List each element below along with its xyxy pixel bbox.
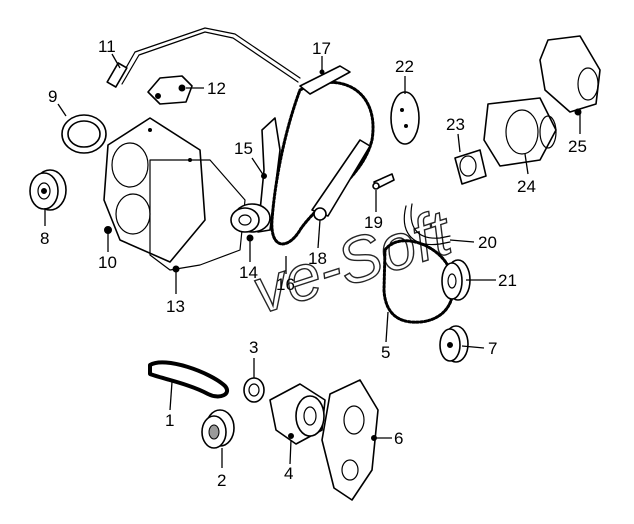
callout-22: 22 [395, 57, 414, 76]
callout-2: 2 [217, 471, 226, 490]
callout-7: 7 [488, 339, 497, 358]
callout-25: 25 [568, 137, 587, 156]
part-21-cam-pulley [441, 259, 471, 301]
callout-labels: 1 2 3 4 5 6 7 8 9 10 11 12 13 14 15 16 1… [40, 37, 587, 490]
part-8-pulley [29, 169, 67, 211]
part-23-mount [454, 149, 487, 185]
callout-13: 13 [166, 297, 185, 316]
part-6-rear-cover [321, 379, 379, 501]
callout-4: 4 [284, 464, 293, 483]
part-4-water-pump [269, 383, 326, 445]
part-7-crank-pulley [439, 325, 469, 363]
leader-lines [44, 53, 581, 468]
callout-12: 12 [207, 79, 226, 98]
watermark-logo: ve-Soft [243, 195, 462, 328]
callout-3: 3 [249, 338, 258, 357]
part-20-hose [403, 203, 451, 246]
part-17-upper-guide [299, 65, 351, 95]
part-1-drive-belt [148, 360, 229, 399]
part-9-seal-ring [61, 114, 107, 154]
callout-19: 19 [364, 213, 383, 232]
part-24-pump-housing [483, 97, 557, 167]
callout-15: 15 [234, 139, 253, 158]
part-25-thermostat-housing [539, 35, 601, 116]
callout-21: 21 [498, 271, 517, 290]
part-14-tensioner [230, 203, 271, 242]
callout-6: 6 [394, 429, 403, 448]
part-10-timing-cover [103, 117, 206, 263]
callout-14: 14 [239, 263, 258, 282]
part-18-tensioner-arm [311, 139, 371, 221]
part-11-rod [106, 27, 301, 88]
part-19-sensor [372, 173, 395, 190]
callout-20: 20 [478, 233, 497, 252]
part-22-sprocket [390, 91, 420, 145]
callout-8: 8 [40, 229, 49, 248]
part-12-bracket [147, 75, 193, 105]
callout-24: 24 [517, 177, 536, 196]
part-2-idler-pulley [201, 409, 235, 449]
callout-10: 10 [98, 253, 117, 272]
part-3-bushing [243, 377, 265, 403]
svg-text:ve-Soft: ve-Soft [244, 195, 461, 327]
callout-11: 11 [98, 37, 116, 56]
callout-5: 5 [381, 343, 390, 362]
callout-18: 18 [308, 249, 327, 268]
callout-23: 23 [446, 115, 465, 134]
callout-1: 1 [165, 411, 174, 430]
part-5-timing-belt [382, 239, 455, 324]
callout-9: 9 [48, 87, 57, 106]
callout-16: 16 [276, 275, 295, 294]
part-16-timing-chain [270, 80, 375, 246]
callout-17: 17 [312, 39, 331, 58]
